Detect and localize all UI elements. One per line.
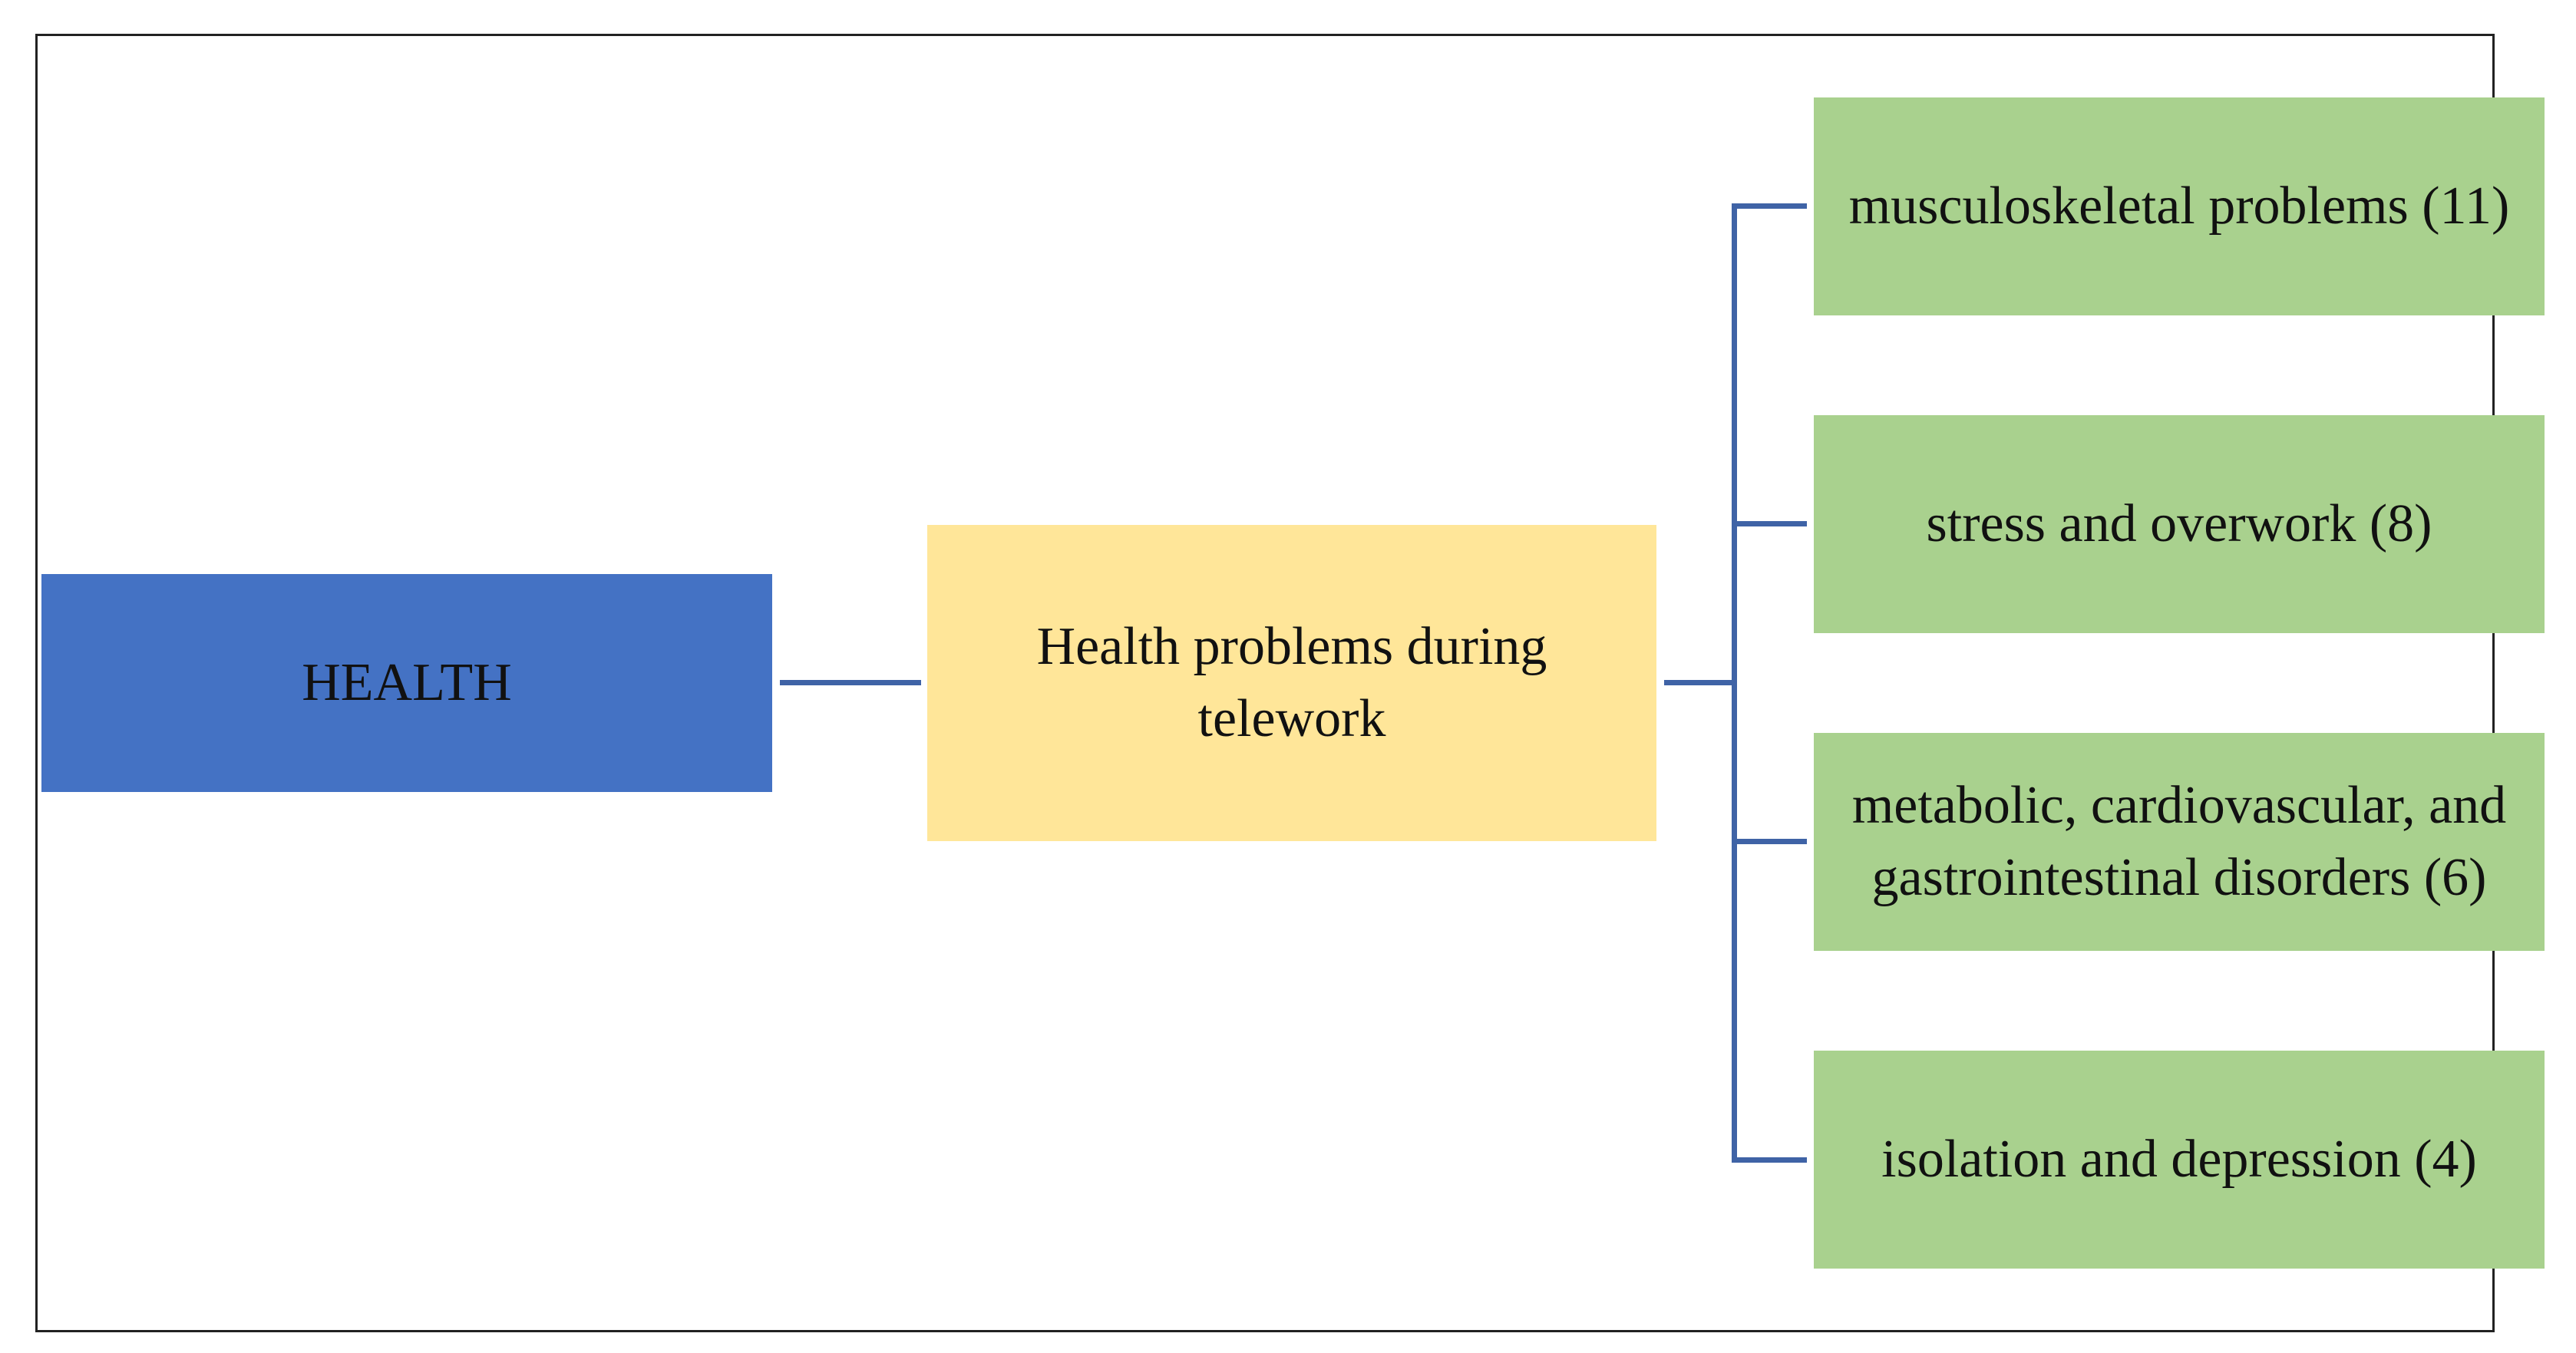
- connector-branch-4: [1732, 1157, 1807, 1163]
- connector-branch-2: [1732, 521, 1807, 526]
- connector-root-category: [780, 680, 921, 685]
- item-node-musculoskeletal: musculoskeletal problems (11): [1814, 97, 2545, 315]
- item-node-stress: stress and overwork (8): [1814, 415, 2545, 633]
- item-node-isolation: isolation and depression (4): [1814, 1051, 2545, 1269]
- root-node-label: HEALTH: [302, 653, 512, 713]
- item-node-label: stress and overwork (8): [1926, 494, 2432, 554]
- connector-trunk: [1732, 203, 1737, 1163]
- category-node: Health problems during telework: [927, 525, 1656, 841]
- connector-category-trunk: [1664, 680, 1735, 685]
- item-node-metabolic: metabolic, cardiovascular, and gastroint…: [1814, 733, 2545, 951]
- diagram-frame: [35, 34, 2495, 1332]
- category-node-label: Health problems during telework: [1036, 617, 1547, 748]
- connector-branch-3: [1732, 839, 1807, 844]
- root-node: HEALTH: [41, 574, 772, 792]
- connector-branch-1: [1732, 203, 1807, 209]
- item-node-label: musculoskeletal problems (11): [1848, 177, 2510, 236]
- item-node-label: isolation and depression (4): [1881, 1130, 2477, 1190]
- item-node-label: metabolic, cardiovascular, and gastroint…: [1851, 776, 2507, 907]
